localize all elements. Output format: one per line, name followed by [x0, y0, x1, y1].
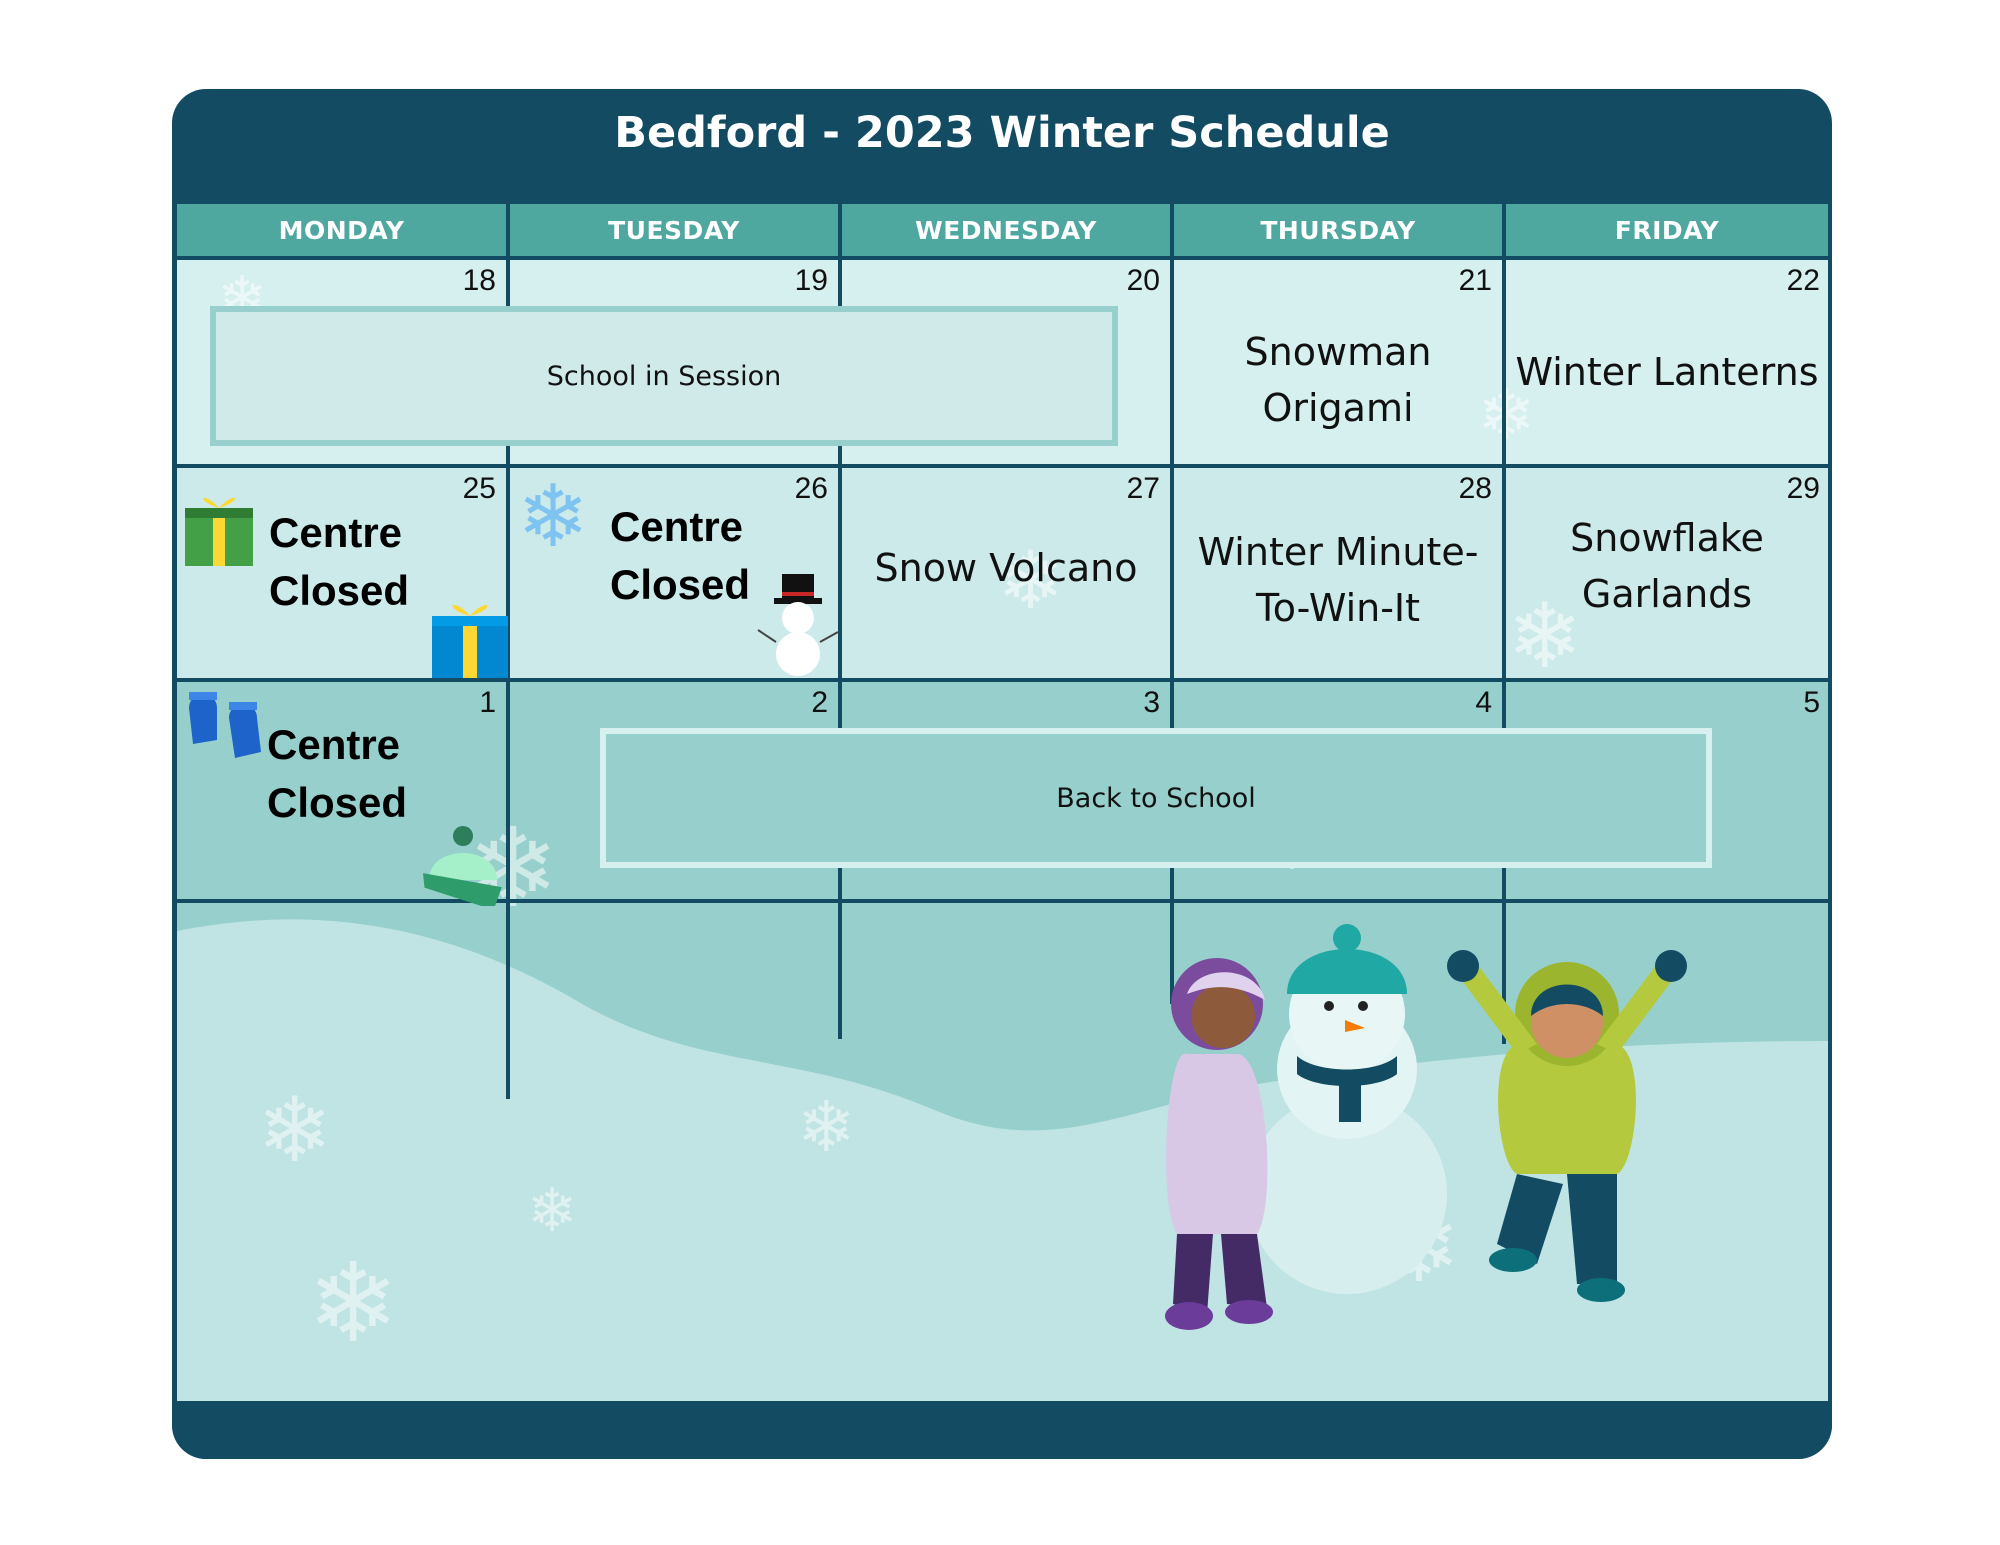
- date-label: 1: [479, 686, 496, 719]
- date-label: 21: [1458, 264, 1492, 297]
- date-label: 5: [1803, 686, 1820, 719]
- grid-line: [838, 204, 842, 1039]
- snowflake-decor-icon: ❄: [797, 1088, 856, 1166]
- back-to-school-banner: Back to School: [600, 728, 1712, 868]
- snowflake-decor-icon: ❄: [307, 1242, 399, 1365]
- schedule-title: Bedford - 2023 Winter Schedule: [614, 108, 1390, 158]
- event-centre-closed-week3: Centre Closed: [267, 721, 408, 826]
- event-winter-lanterns: Winter Lanterns: [1515, 350, 1819, 394]
- date-label: 2: [811, 686, 828, 719]
- date-label: 3: [1143, 686, 1160, 719]
- event-snow-volcano: Snow Volcano: [874, 546, 1138, 590]
- date-label: 26: [794, 472, 828, 505]
- winter-hat-icon: [422, 826, 502, 906]
- school-in-session-banner: School in Session: [210, 306, 1118, 446]
- header-tuesday: TUESDAY: [510, 204, 838, 256]
- snowflake-decor-icon: ❄: [527, 1177, 577, 1244]
- mittens-icon: [189, 692, 261, 758]
- snowflake-decor-icon: ❄: [1477, 376, 1536, 454]
- date-label: 18: [462, 264, 496, 297]
- date-label: 25: [462, 472, 496, 505]
- date-label: 20: [1126, 264, 1160, 297]
- snowman-icon: [757, 574, 839, 676]
- gift-icon: [432, 605, 508, 678]
- date-label: 28: [1458, 472, 1492, 505]
- event-winter-minute-to-win-it: Winter Minute-To-Win-It: [1197, 530, 1479, 630]
- grid-line: [177, 899, 1828, 903]
- grid-line: [1502, 204, 1506, 1044]
- event-centre-closed-tuesday: Centre Closed: [610, 503, 751, 608]
- date-label: 22: [1786, 264, 1820, 297]
- kids-snowman-illustration: [1165, 924, 1687, 1330]
- date-label: 27: [1126, 472, 1160, 505]
- event-snowman-origami: Snowman Origami: [1244, 330, 1432, 430]
- calendar-grid: MONDAY TUESDAY WEDNESDAY THURSDAY FRIDAY…: [177, 204, 1828, 1401]
- gift-icon: [185, 497, 253, 566]
- event-centre-closed-monday: Centre Closed: [269, 509, 410, 614]
- grid-line: [177, 256, 1828, 260]
- date-label: 19: [794, 264, 828, 297]
- snowflake-icon: ❄: [517, 469, 590, 565]
- header-thursday: THURSDAY: [1174, 204, 1502, 256]
- schedule-card: Bedford - 2023 Winter Schedule MONDAY TU…: [172, 89, 1832, 1459]
- header-wednesday: WEDNESDAY: [842, 204, 1170, 256]
- grid-line: [177, 464, 1828, 468]
- event-snowflake-garlands: Snowflake Garlands: [1570, 516, 1764, 616]
- snowflake-decor-icon: ❄: [997, 536, 1065, 625]
- grid-line: [1170, 204, 1174, 1004]
- footer-bar: [172, 1401, 1832, 1459]
- snowflake-decor-icon: ❄: [1507, 587, 1583, 687]
- date-label: 29: [1786, 472, 1820, 505]
- date-label: 4: [1475, 686, 1492, 719]
- header-friday: FRIDAY: [1506, 204, 1828, 256]
- snowflake-decor-icon: ❄: [257, 1081, 332, 1181]
- header-monday: MONDAY: [177, 204, 506, 256]
- grid-line: [177, 678, 1828, 682]
